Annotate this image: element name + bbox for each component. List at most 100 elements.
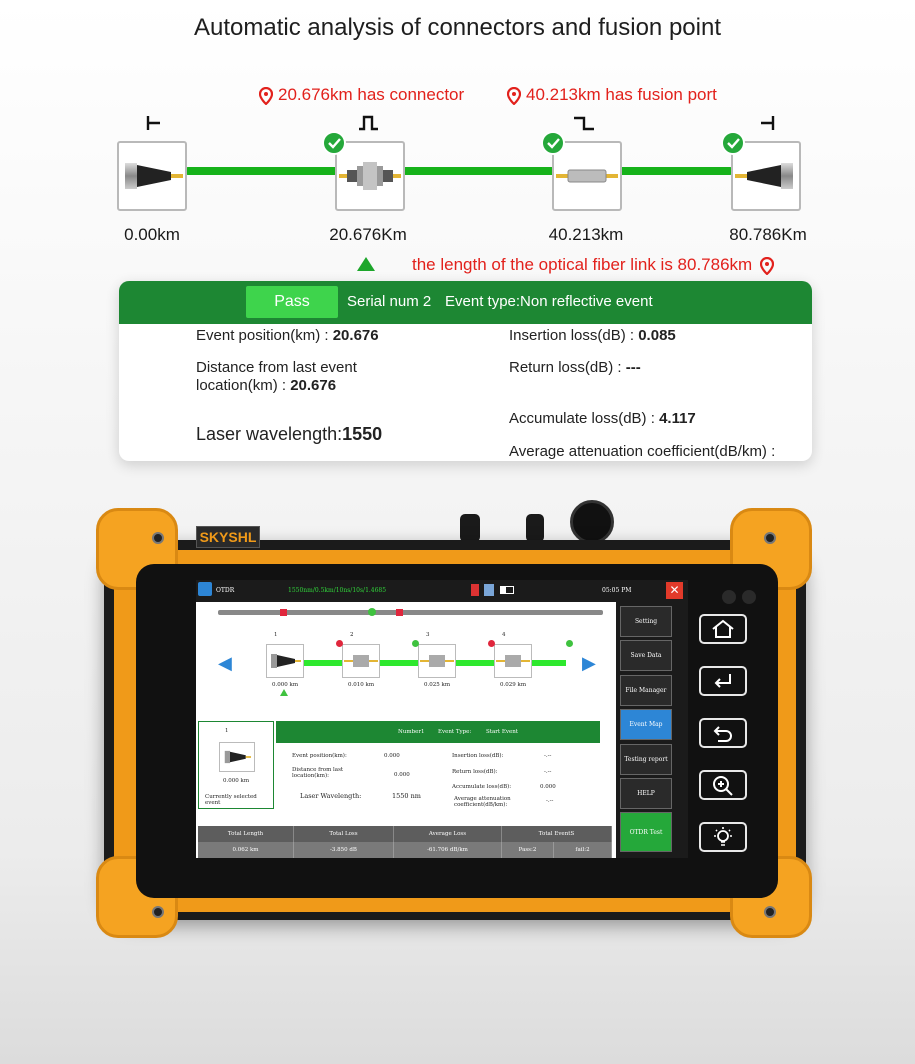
fail-icon <box>488 640 495 647</box>
sidebar-file-manager-button[interactable]: File Manager <box>620 675 672 706</box>
number-label: Number <box>398 729 421 735</box>
record-icon <box>471 584 479 596</box>
connector-plug-icon <box>735 163 793 189</box>
ins-label: Insertion loss(dB): <box>452 753 504 759</box>
event-position-value: 20.676 <box>332 327 379 344</box>
connector-box-2 <box>335 141 405 211</box>
otdr-app-icon[interactable] <box>198 582 212 596</box>
event-node-1[interactable] <box>266 644 304 678</box>
connector-plug-icon <box>125 163 183 189</box>
selected-event-triangle-icon <box>357 257 375 271</box>
insertion-loss: Insertion loss(dB) : 0.085 <box>509 327 676 345</box>
home-icon <box>712 619 734 638</box>
trace-marker <box>280 609 287 616</box>
home-button[interactable] <box>699 614 747 644</box>
ret-label: Return loss(dB): <box>452 769 498 775</box>
laser-value: 1550 nm <box>392 792 421 800</box>
location-pin-icon <box>259 86 273 105</box>
connector-note: 20.676km has connector <box>259 85 464 105</box>
brand-logo: SKYSHL <box>196 526 260 548</box>
pass-icon <box>566 640 573 647</box>
acc-label: Accumulate loss(dB): <box>452 784 512 790</box>
event-node-3[interactable] <box>418 644 456 678</box>
trace-marker <box>396 609 403 616</box>
sidebar-help-button[interactable]: HELP <box>620 778 672 809</box>
number-value: 1 <box>421 729 425 735</box>
selected-triangle-icon <box>280 689 288 696</box>
clock: 05:05 PM <box>602 587 632 594</box>
event-map-line <box>266 660 566 666</box>
sidebar-event-map-button[interactable]: Event Map <box>620 709 672 740</box>
enter-icon <box>714 674 731 688</box>
serial-number: Serial num 2 <box>347 293 432 310</box>
light-button[interactable] <box>699 822 747 852</box>
page-title: Automatic analysis of connectors and fus… <box>194 14 721 41</box>
sidebar-save-data-button[interactable]: Save Data <box>620 640 672 671</box>
summary-value: 0.062 km <box>198 842 294 858</box>
check-icon <box>721 131 745 155</box>
location-pin-icon <box>760 256 775 275</box>
fusion-splice-icon <box>556 169 618 183</box>
selected-event-image <box>219 742 255 772</box>
zoom-button[interactable] <box>699 770 747 800</box>
dist-value: 0.000 <box>394 772 410 778</box>
acc-value: 0.000 <box>540 784 556 790</box>
sidebar-setting-button[interactable]: Setting <box>620 606 672 637</box>
close-icon[interactable]: ✕ <box>666 582 683 599</box>
end-connector-box <box>731 141 801 211</box>
event-node-4[interactable] <box>494 644 532 678</box>
selected-caption: Currently selected event <box>205 794 257 806</box>
fusion-note: 40.213km has fusion port <box>507 85 717 105</box>
back-button[interactable] <box>699 718 747 748</box>
start-connector-box <box>117 141 187 211</box>
status-bar: OTDR 1550nm/0.5km/10ns/10s/1.4685 05:05 … <box>196 580 688 602</box>
trace-marker <box>368 608 376 616</box>
node-distance: 0.025 km <box>424 682 451 688</box>
reflective-event-symbol-icon <box>359 115 378 131</box>
check-icon <box>541 131 565 155</box>
type-label: Event Type: <box>438 729 472 735</box>
return-loss: Return loss(dB) : --- <box>509 359 641 377</box>
att-label-1: Average attenuation <box>454 796 511 802</box>
arrow-left-icon[interactable]: ◀ <box>218 653 232 673</box>
event-node-2[interactable] <box>342 644 380 678</box>
summary-header: Total Length <box>198 826 294 842</box>
otdr-test-button[interactable]: OTDR Test <box>620 812 672 852</box>
knob <box>526 514 544 542</box>
test-params: 1550nm/0.5km/10ns/10s/1.4685 <box>288 587 387 594</box>
laser-value: 1550 <box>342 424 383 444</box>
laser-label: Laser Wavelength: <box>300 792 362 800</box>
insertion-label: Insertion loss(dB) : <box>509 327 635 344</box>
accumulate-loss: Accumulate loss(dB) : 4.117 <box>509 410 696 428</box>
enter-button[interactable] <box>699 666 747 696</box>
distance-label: 80.786Km <box>729 225 807 244</box>
pos-label: Event position(km): <box>292 753 347 759</box>
type-value: Start Event <box>486 729 518 735</box>
node-distance: 0.010 km <box>348 682 375 688</box>
dist-label-1: Distance from last <box>292 767 344 773</box>
location-pin-icon <box>507 86 521 105</box>
distance-label: 20.676Km <box>329 225 407 244</box>
fiber-link-line <box>186 167 732 175</box>
summary-header: Total Loss <box>294 826 394 842</box>
event-card-header: Pass Serial num 2 Event type:Non reflect… <box>119 281 812 324</box>
connector-note-text: 20.676km has connector <box>278 85 465 104</box>
node-number: 2 <box>350 632 354 638</box>
trace-overview-bar[interactable] <box>218 610 603 615</box>
light-bulb-icon <box>714 827 732 846</box>
back-icon <box>713 726 732 742</box>
pos-value: 0.000 <box>384 753 400 759</box>
node-distance: 0.029 km <box>500 682 527 688</box>
sidebar-testing-report-button[interactable]: Testing report <box>620 744 672 775</box>
accumulate-label: Accumulate loss(dB) : <box>509 410 655 427</box>
return-label: Return loss(dB) : <box>509 359 622 376</box>
event-type: Event type:Non reflective event <box>445 293 653 310</box>
node-distance: 0.000 km <box>272 682 299 688</box>
return-value: --- <box>625 359 641 376</box>
ins-value: -.-- <box>544 753 552 759</box>
fail-icon <box>336 640 343 647</box>
pass-badge: Pass <box>246 286 338 318</box>
arrow-right-icon[interactable]: ▶ <box>582 653 596 673</box>
distance-value: 20.676 <box>290 377 337 394</box>
screw <box>152 906 164 918</box>
